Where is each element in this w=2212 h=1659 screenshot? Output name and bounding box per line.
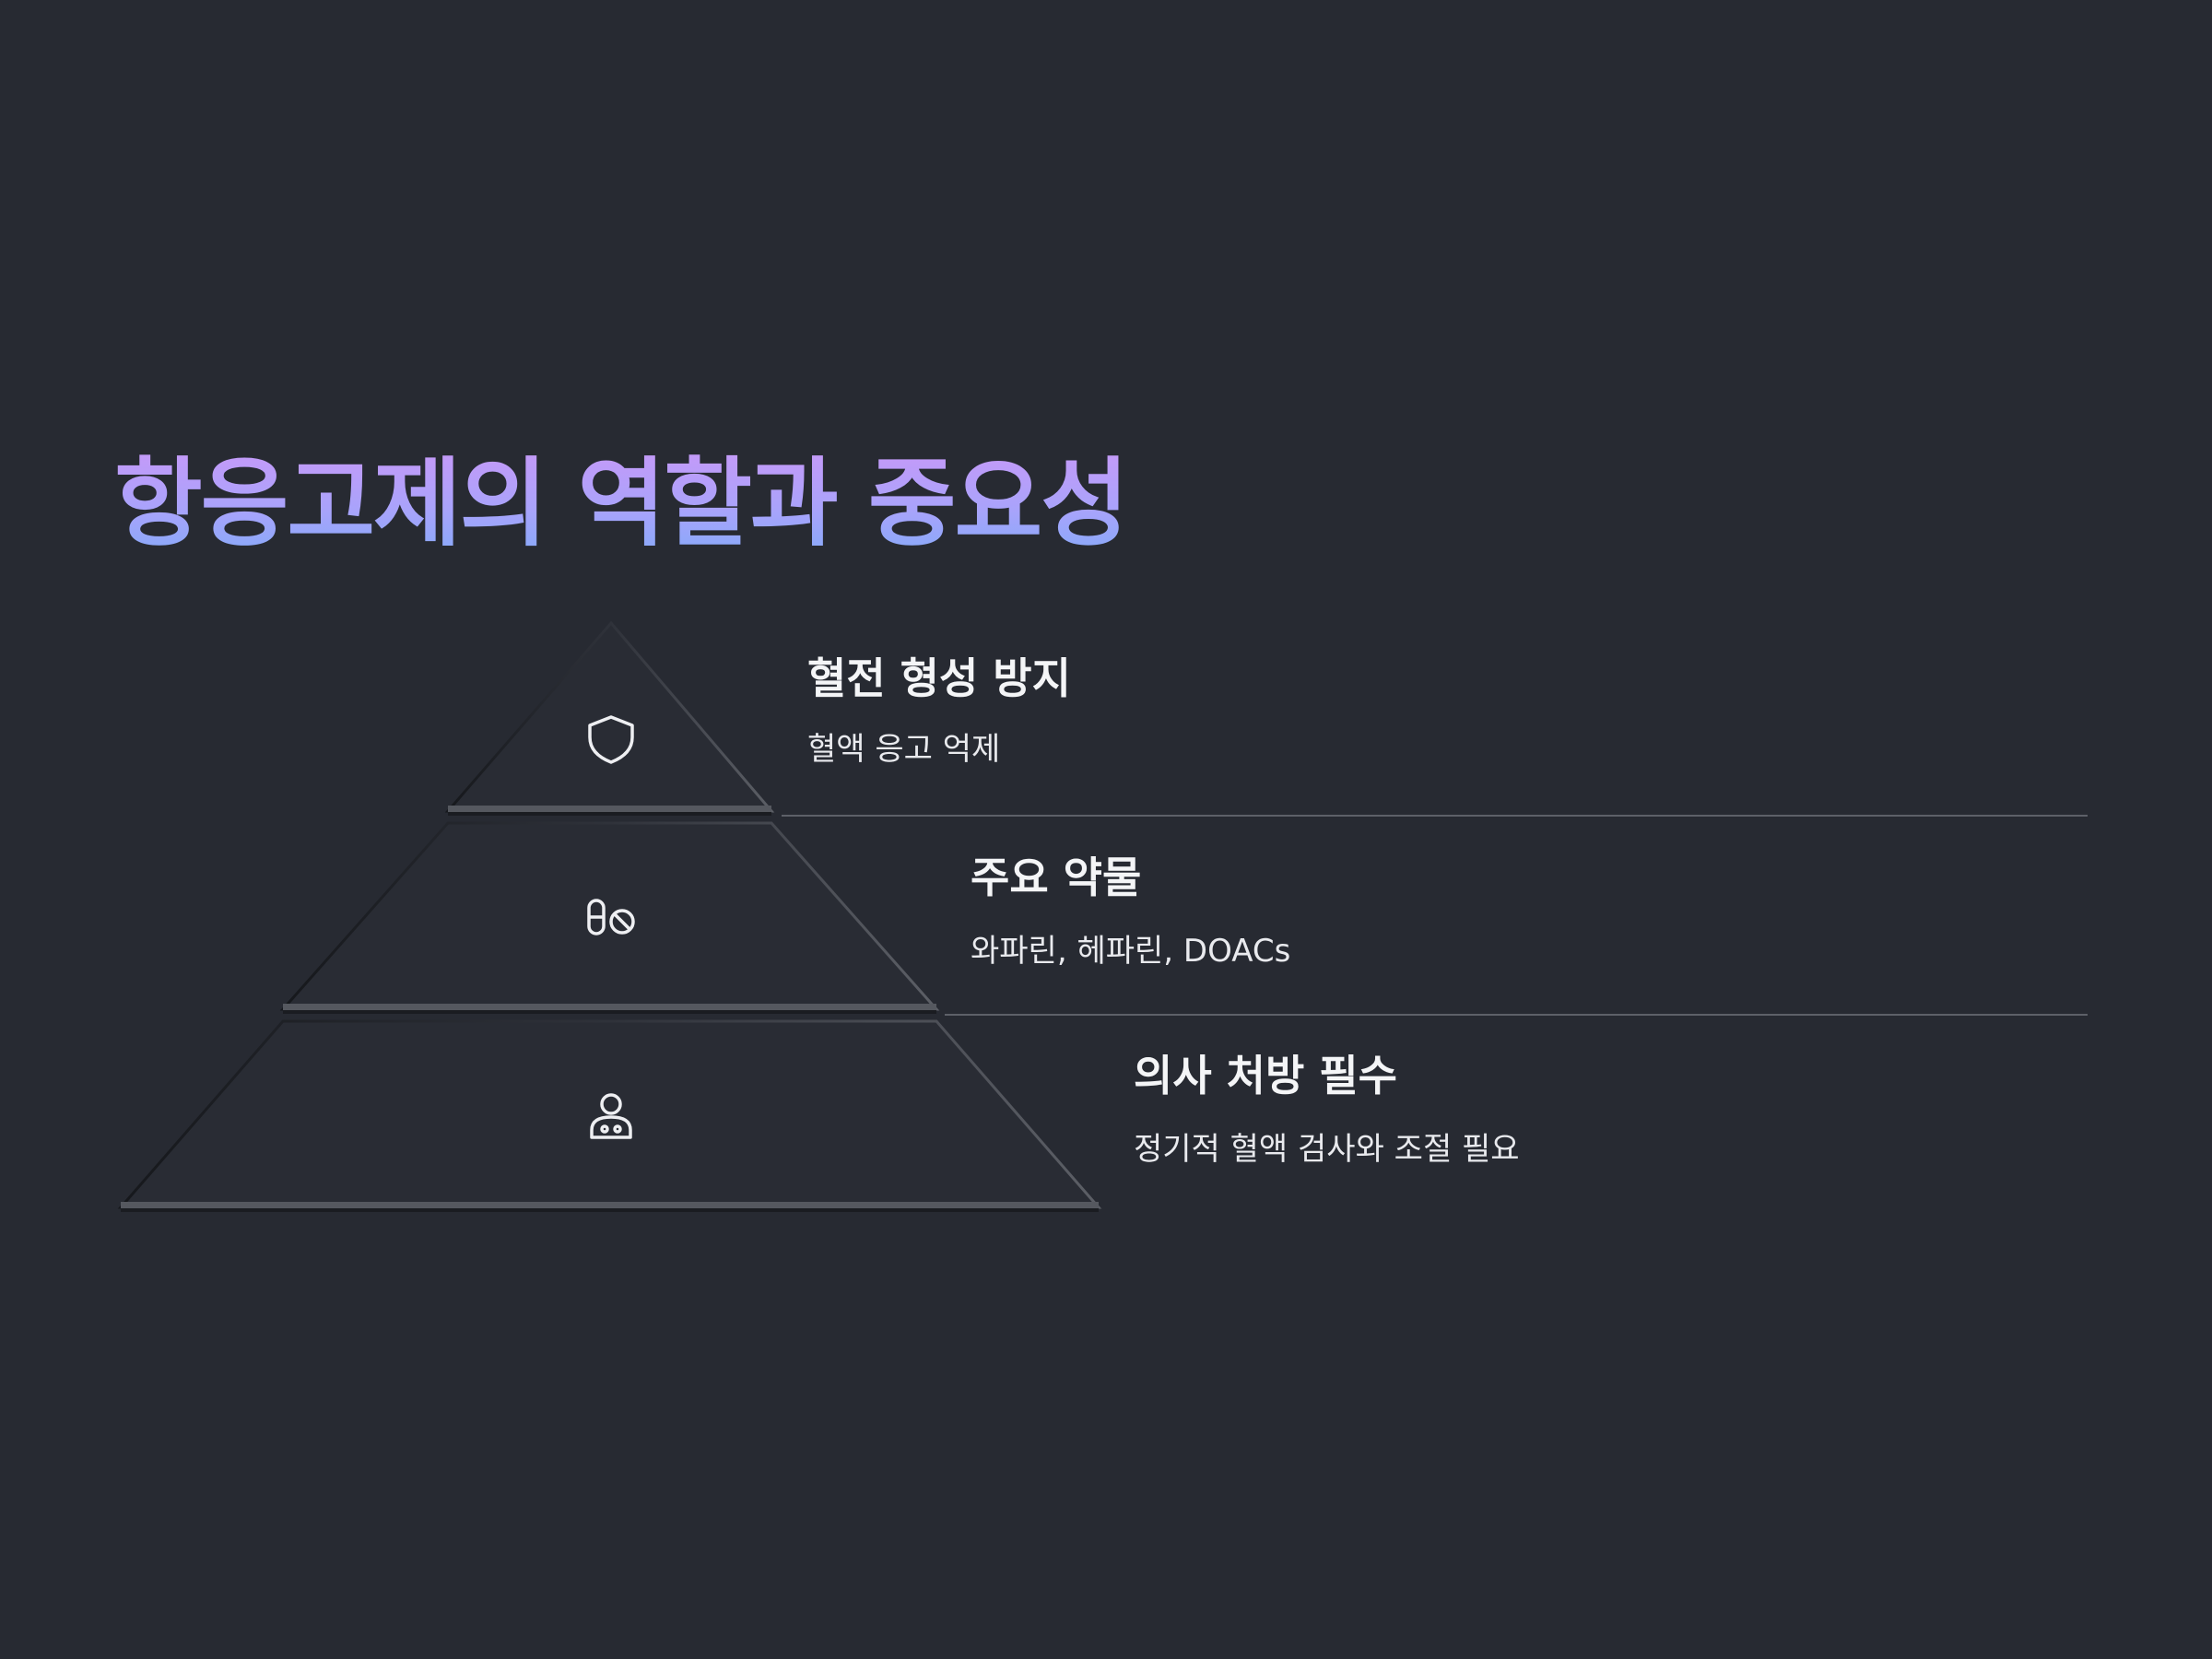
tier-1-description: 혈액 응고 억제 (807, 731, 1001, 768)
pyramid-tier-2 (279, 821, 940, 1014)
tier-3-title: 의사 처방 필수 (1134, 1051, 1397, 1100)
shield-icon (588, 715, 634, 764)
tier-divider-1 (782, 815, 2088, 817)
tier-3-description: 정기적 혈액 검사와 조절 필요 (1134, 1131, 1520, 1168)
slide-title: 항응고제의 역할과 중요성 (114, 447, 1129, 559)
tier-divider-2 (945, 1014, 2088, 1016)
tier-1-title: 혈전 형성 방지 (807, 653, 1071, 703)
doctor-icon (590, 1093, 632, 1139)
pyramid-tier-1 (444, 620, 775, 816)
tier-2-title: 주요 약물 (971, 853, 1142, 902)
tier-2-description: 와파린, 헤파린, DOACs (971, 933, 1291, 970)
pill-prohibited-icon (587, 899, 635, 935)
